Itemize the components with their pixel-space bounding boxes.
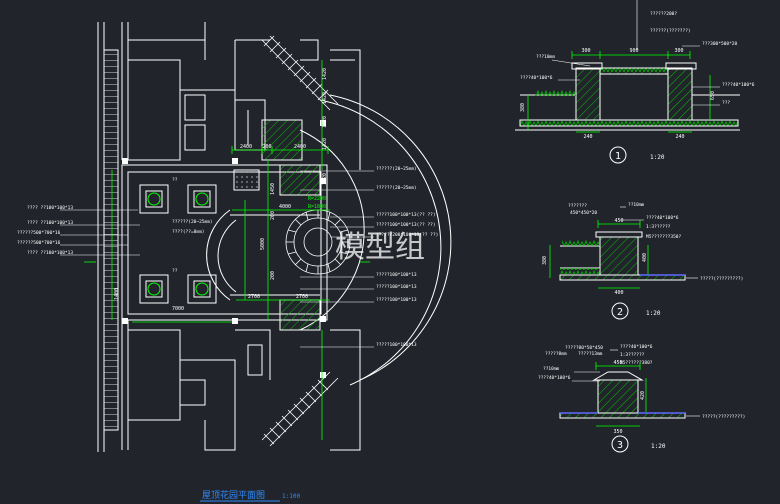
inner-note-3: ??: [172, 177, 178, 183]
detail3-scale: 1:20: [651, 443, 666, 450]
left-note-1: ???? ??100*100*13: [27, 205, 73, 211]
dim-vertical-8: 5000: [260, 238, 266, 250]
dim-vertical-1: 1420: [322, 68, 328, 80]
detail2-scale: 1:20: [646, 310, 661, 317]
left-note-2: ???? ??100*100*13: [27, 220, 73, 226]
radius-label-1: R=2200: [308, 196, 326, 202]
right-note-8: ?????100*100*13: [376, 297, 417, 303]
detail3-top-note-2: ?????8mm: [545, 351, 567, 357]
detail3-dim-1: 450: [613, 360, 622, 366]
dim-vertical-4: 1420: [322, 138, 328, 150]
detail3-dim-3: 350: [613, 429, 622, 435]
right-note-1: ??????(20~25mm): [376, 166, 417, 172]
dim-top-1: 2400: [240, 144, 252, 150]
detail-3: ?????80*50*450 ?????8mm ?????13mm ????40…: [538, 344, 745, 453]
detail1-left-note-2: ????40*100*6: [520, 75, 553, 81]
dim-vertical-9: 200: [270, 271, 276, 280]
left-note-4: ??????500*700*16: [17, 240, 61, 246]
detail1-top-note-1: ??????200?: [650, 11, 677, 17]
dim-mid-1: 4000: [279, 204, 291, 210]
dim-vertical-2: 1420: [322, 92, 328, 104]
detail2-dim-4: 400: [614, 290, 623, 296]
dim-vertical-10: 1400: [114, 288, 120, 300]
detail1-number: 1: [615, 151, 621, 162]
detail3-bottom-note: ?????(?????????): [702, 414, 745, 420]
detail3-right-note-2: 1:3??????: [620, 352, 645, 358]
right-note-9: ?????100*100*13: [376, 342, 417, 348]
dim-vertical-5: 1450: [270, 183, 276, 195]
detail3-dim-2: 420: [640, 391, 646, 400]
detail2-dim-1: 450: [614, 218, 623, 224]
left-note-3: ??????500*700*16: [17, 230, 61, 236]
right-note-4: ?????100*100*13(?? ??): [376, 222, 436, 228]
plan-leader-lines: [60, 170, 374, 348]
right-note-7: ?????100*100*13: [376, 284, 417, 290]
right-note-5: ??????200*100*13(?? ??): [376, 232, 438, 238]
detail-1: ??????200? ??????(???????) 300 900 300 2…: [515, 11, 755, 164]
detail3-right-note-3: M5??????380?: [620, 360, 653, 366]
detail3-top-note-1: ?????80*50*450: [565, 345, 603, 351]
detail2-top-note-2: 450*450*20: [570, 210, 597, 216]
detail2-right-note-2: 1:3??????: [646, 224, 671, 230]
detail1-right-note-3: ???: [722, 100, 730, 106]
detail1-left-note-1: ???10mm: [536, 54, 555, 60]
detail3-left-note-2: ????40*100*6: [538, 375, 571, 381]
watermark: 模型组: [335, 230, 425, 265]
detail3-right-note-1: ????40*100*6: [620, 344, 653, 350]
detail3-number: 3: [617, 440, 623, 451]
dim-vertical-6: 1420: [322, 173, 328, 185]
right-note-3: ?????100*100*13(?? ??): [376, 212, 436, 218]
detail2-bottom-note: ?????(?????????): [700, 276, 743, 282]
dim-top-2: 200: [262, 144, 271, 150]
detail2-top-note-1: ???????: [568, 203, 587, 209]
detail2-right-note-3: M5???????350?: [646, 234, 682, 240]
detail2-top-note-3: ??10mm: [628, 202, 645, 208]
detail1-right-note-1: ???300*500*20: [702, 41, 738, 47]
detail2-right-note-1: ????40*100*6: [646, 215, 679, 221]
inner-note-2: ????(??=8mm): [172, 229, 205, 235]
detail2-number-circle: [611, 302, 629, 320]
inner-note-1: ??????(20~25mm): [172, 219, 213, 225]
detail1-dim-top-2: 900: [629, 48, 638, 54]
plan-title: 屋顶花园平面图: [202, 489, 265, 501]
detail1-number-circle: [609, 146, 627, 164]
detail2-dim-2: 400: [642, 253, 648, 262]
right-note-2: ??????(20~25mm): [376, 185, 417, 191]
detail1-dim-top-3: 300: [674, 48, 683, 54]
detail1-dim-top-1: 300: [581, 48, 590, 54]
detail2-number: 2: [617, 307, 623, 318]
plan-labels: 2400 200 2400 4000 7000 2700 2700 1420 1…: [17, 68, 438, 348]
dim-bottom-3: 2700: [296, 294, 308, 300]
inner-note-4: ??: [172, 268, 178, 274]
dim-vertical-7: 200: [270, 211, 276, 220]
dim-bottom-2: 2700: [248, 294, 260, 300]
detail1-right-note-2: ????40*100*6: [722, 82, 755, 88]
detail1-dim-side-2: 650: [710, 91, 716, 100]
detail3-left-note-1: ??10mm: [543, 366, 560, 372]
detail1-scale: 1:20: [650, 154, 665, 161]
dim-vertical-3: 1420: [322, 116, 328, 128]
roof-garden-plan: [97, 22, 452, 452]
dim-top-3: 2400: [294, 144, 306, 150]
detail1-dim-side-1: 380: [520, 103, 526, 112]
detail1-dim-bottom-2: 240: [675, 134, 684, 140]
detail1-top-note-2: ??????(???????): [650, 28, 691, 34]
left-note-5: ???? ??100*100*13: [27, 250, 73, 256]
detail3-top-note-3: ?????13mm: [578, 351, 603, 357]
right-note-6: ?????100*100*13: [376, 272, 417, 278]
plan-dimension-lines: [84, 60, 370, 440]
detail3-number-circle: [611, 435, 629, 453]
radius-label-2: R=1800: [308, 204, 326, 210]
detail2-dim-3: 380: [542, 256, 548, 265]
detail1-dim-bottom-1: 240: [583, 134, 592, 140]
plan-scale: 1:100: [282, 493, 300, 500]
dim-bottom-1: 7000: [172, 306, 184, 312]
detail-2: ??????? 450*450*20 ??10mm 450 400 380 40…: [542, 202, 743, 320]
